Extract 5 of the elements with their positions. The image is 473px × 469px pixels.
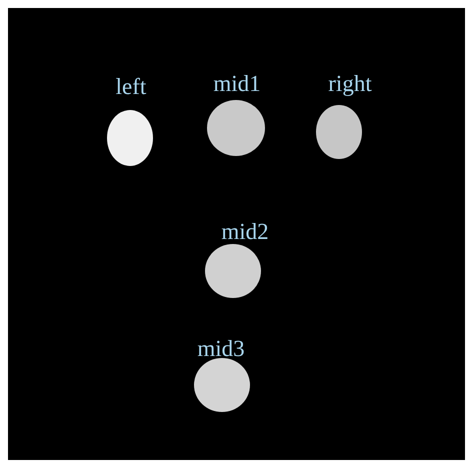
spot-label: left — [116, 75, 146, 98]
spot-label: mid1 — [213, 72, 261, 95]
spot-label: mid2 — [221, 220, 269, 243]
spot-label: mid3 — [197, 337, 245, 360]
spot-label: right — [328, 72, 372, 95]
